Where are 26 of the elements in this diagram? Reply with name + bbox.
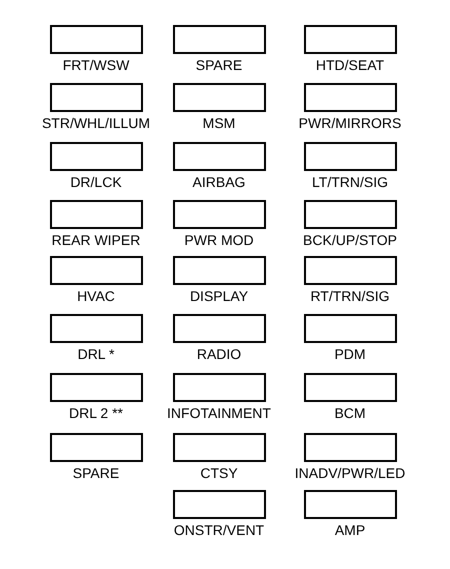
fuse-label: MSM <box>202 115 236 132</box>
fuse-label: PWR MOD <box>184 232 254 249</box>
fuse-label: AMP <box>334 522 366 539</box>
fuse-label: INADV/PWR/LED <box>294 465 406 482</box>
fuse-label: PWR/MIRRORS <box>298 115 402 132</box>
fuse-label: BCM <box>334 405 366 422</box>
fuse-label: RADIO <box>196 346 242 363</box>
fuse-label: HVAC <box>77 288 115 305</box>
fuse-label: DRL 2 ** <box>69 405 123 422</box>
fuse-label: SPARE <box>72 465 120 482</box>
fuse-label: LT/TRN/SIG <box>312 174 388 191</box>
fuse-label: DRL * <box>78 346 114 363</box>
fuse-label: HTD/SEAT <box>316 57 384 74</box>
fuse-label: AIRBAG <box>192 174 246 191</box>
fuse-label: PDM <box>334 346 366 363</box>
fuse-label: DR/LCK <box>70 174 122 191</box>
fuse-label: FRT/WSW <box>62 57 130 74</box>
fuse-label: STR/WHL/ILLUM <box>42 115 150 132</box>
fuse-label: REAR WIPER <box>52 232 140 249</box>
fuse-label: BCK/UP/STOP <box>303 232 397 249</box>
fuse-label: CTSY <box>200 465 238 482</box>
fuse-label: SPARE <box>196 57 242 74</box>
fuse-label: ONSTR/VENT <box>174 522 264 539</box>
fuse-label: DISPLAY <box>190 288 248 305</box>
fuse-label: RT/TRN/SIG <box>310 288 390 305</box>
fuse-label: INFOTAINMENT <box>167 405 271 422</box>
